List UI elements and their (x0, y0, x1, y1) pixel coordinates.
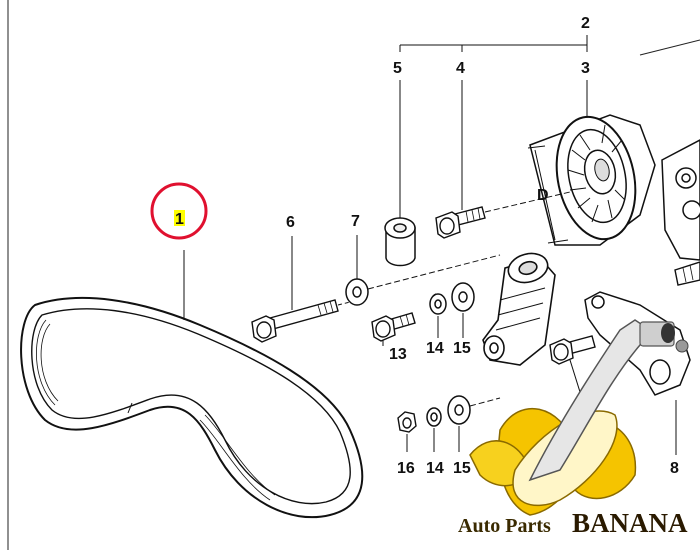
callout-5[interactable]: 5 (393, 60, 402, 77)
pulley-bolt[interactable] (435, 206, 486, 239)
callout-13[interactable]: 13 (389, 346, 407, 363)
lock-washer-14-upper[interactable] (429, 293, 447, 315)
callout-7[interactable]: 7 (351, 213, 360, 230)
axis-line (484, 191, 571, 213)
dimension-d (527, 145, 569, 244)
long-bolt[interactable] (251, 299, 339, 343)
axis-line-7 (367, 254, 501, 290)
brand-prefix: Auto Parts (458, 515, 551, 537)
leader-2-bracket (399, 35, 588, 52)
callout-6[interactable]: 6 (286, 214, 295, 231)
callout-2[interactable]: 2 (581, 15, 590, 32)
stud-right[interactable] (674, 261, 700, 286)
brand-name: BANANA (572, 508, 688, 538)
tensioner-bracket-partial[interactable] (661, 139, 700, 261)
washer-7[interactable] (345, 278, 369, 306)
callout-15-lower[interactable]: 15 (453, 460, 471, 477)
highlight-circle (150, 182, 208, 240)
axis-line-6 (337, 301, 351, 306)
callout-14-upper[interactable]: 14 (426, 340, 444, 357)
lock-washer-14-lower[interactable] (426, 407, 442, 427)
belt-tensioner[interactable] (482, 249, 556, 366)
bolt-lower[interactable] (549, 335, 596, 365)
frame-line (639, 39, 700, 56)
callout-d[interactable]: D (537, 187, 549, 204)
callout-16[interactable]: 16 (397, 460, 415, 477)
callout-3[interactable]: 3 (581, 60, 590, 77)
nut-16[interactable] (397, 411, 417, 433)
callout-15-upper[interactable]: 15 (453, 340, 471, 357)
pulley-cap[interactable] (384, 217, 416, 267)
idler-pulley[interactable] (529, 109, 656, 246)
washer-15-lower[interactable] (447, 395, 471, 425)
highlight-marker (174, 210, 185, 226)
callout-4[interactable]: 4 (456, 60, 465, 77)
bolt-13[interactable] (371, 312, 416, 342)
callout-1[interactable]: 1 (175, 211, 184, 228)
axis-line-15 (469, 397, 501, 407)
washer-15-upper[interactable] (451, 282, 475, 312)
callout-14-lower[interactable]: 14 (426, 460, 444, 477)
banana-logo (469, 319, 689, 516)
drive-belt[interactable] (20, 297, 364, 519)
callout-8[interactable]: 8 (670, 460, 679, 477)
